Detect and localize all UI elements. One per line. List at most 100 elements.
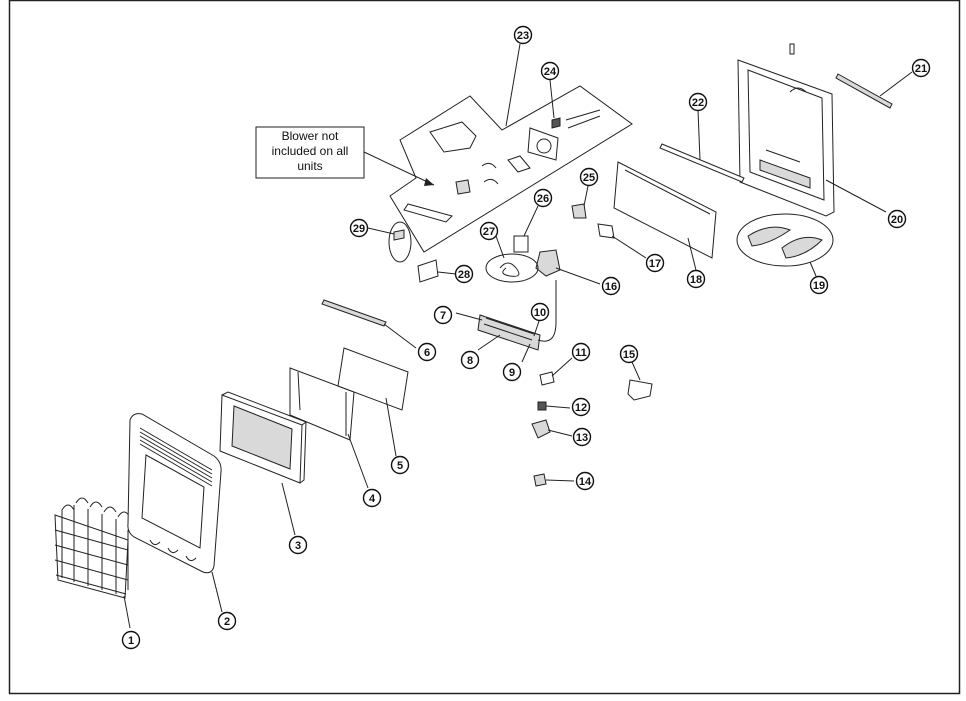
callout-2: 2 [217, 611, 237, 631]
part-6-rail [321, 299, 417, 349]
callout-label: 2 [224, 616, 230, 628]
callout-circle [540, 61, 560, 81]
callout-label: 9 [509, 367, 515, 379]
callout-12: 12 [571, 397, 591, 417]
callout-27: 27 [479, 221, 499, 241]
callout-circle [530, 302, 550, 322]
callout-label: 27 [483, 226, 495, 238]
callout-circle [688, 92, 708, 112]
callout-label: 19 [813, 280, 825, 292]
part-2-front-panel [127, 413, 223, 613]
callout-circle [571, 342, 591, 362]
callout-16: 16 [601, 276, 621, 296]
callout-22: 22 [688, 92, 708, 112]
callout-28: 28 [454, 264, 474, 284]
callout-label: 4 [369, 493, 376, 505]
part-13-valve-fitting [531, 419, 573, 439]
callout-label: 8 [467, 355, 473, 367]
callout-label: 6 [424, 347, 430, 359]
callout-label: 1 [128, 635, 134, 647]
callout-label: 7 [440, 310, 446, 322]
callout-circle [288, 535, 308, 555]
callout-circle [513, 25, 533, 45]
part-11-bracket [539, 357, 573, 386]
callout-label: 28 [458, 269, 470, 281]
callout-8: 8 [460, 350, 480, 370]
callout-circle [619, 344, 639, 364]
callout-circle [887, 209, 907, 229]
part-7-burner-assembly [455, 280, 557, 363]
callout-label: 13 [576, 432, 588, 444]
callout-label: 29 [353, 223, 365, 235]
callout-label: 17 [649, 258, 661, 270]
note-line-3: units [297, 159, 322, 173]
callout-circle [433, 305, 453, 325]
callout-circle [479, 221, 499, 241]
callout-29: 29 [349, 218, 369, 238]
note-leader-line [363, 151, 435, 186]
note-line-2: included on all [272, 144, 349, 158]
part-25-sensor [571, 185, 589, 219]
callout-1: 1 [121, 630, 141, 650]
callout-label: 14 [579, 476, 592, 488]
callout-label: 22 [692, 97, 704, 109]
callout-label: 11 [575, 347, 587, 359]
callout-label: 12 [575, 402, 587, 414]
callout-circle [686, 269, 706, 289]
part-5-panel [337, 347, 409, 457]
callout-circle [579, 167, 599, 187]
callout-13: 13 [572, 427, 592, 447]
note-arrowhead [424, 178, 434, 186]
part-24-fitting [549, 79, 555, 119]
callout-18: 18 [686, 269, 706, 289]
callout-17: 17 [645, 253, 665, 273]
part-29-clip [367, 221, 412, 263]
callout-25: 25 [579, 167, 599, 187]
callout-label: 21 [915, 63, 927, 75]
callout-7: 7 [433, 305, 453, 325]
part-15-bracket [627, 361, 653, 401]
part-27-thermocouple [485, 235, 539, 283]
callout-label: 20 [891, 214, 903, 226]
callout-label: 15 [623, 349, 635, 361]
callout-circle [809, 275, 829, 295]
callout-label: 10 [534, 307, 546, 319]
callout-circle [217, 611, 237, 631]
callout-10: 10 [530, 302, 550, 322]
callout-circle [502, 362, 522, 382]
callout-26: 26 [533, 188, 553, 208]
callout-14: 14 [575, 471, 595, 491]
callout-circle [572, 427, 592, 447]
callout-9: 9 [502, 362, 522, 382]
callout-20: 20 [887, 209, 907, 229]
callout-label: 23 [517, 30, 529, 42]
callout-circle [390, 455, 410, 475]
callout-circle [121, 630, 141, 650]
callout-label: 3 [295, 540, 301, 552]
callout-label: 16 [605, 281, 617, 293]
callout-24: 24 [540, 61, 560, 81]
callout-circle [417, 342, 437, 362]
callout-6: 6 [417, 342, 437, 362]
part-28-bracket [417, 259, 457, 283]
part-18-rear-panel [613, 161, 717, 271]
callout-circle [362, 488, 382, 508]
callout-label: 26 [537, 193, 549, 205]
callout-label: 24 [544, 66, 557, 78]
callout-circle [571, 397, 591, 417]
callout-label: 18 [690, 274, 702, 286]
callout-circle [601, 276, 621, 296]
note-line-1: Blower not [282, 129, 339, 143]
callout-11: 11 [571, 342, 591, 362]
note-box [255, 126, 365, 179]
part-1-wire-guard [54, 497, 131, 629]
callout-21: 21 [911, 58, 931, 78]
callout-label: 5 [397, 460, 403, 472]
part-22-top-rail [659, 109, 745, 183]
part-20-cabinet [737, 43, 887, 217]
part-17-switch [597, 223, 647, 259]
part-3-front-frame [219, 391, 308, 536]
callout-5: 5 [390, 455, 410, 475]
